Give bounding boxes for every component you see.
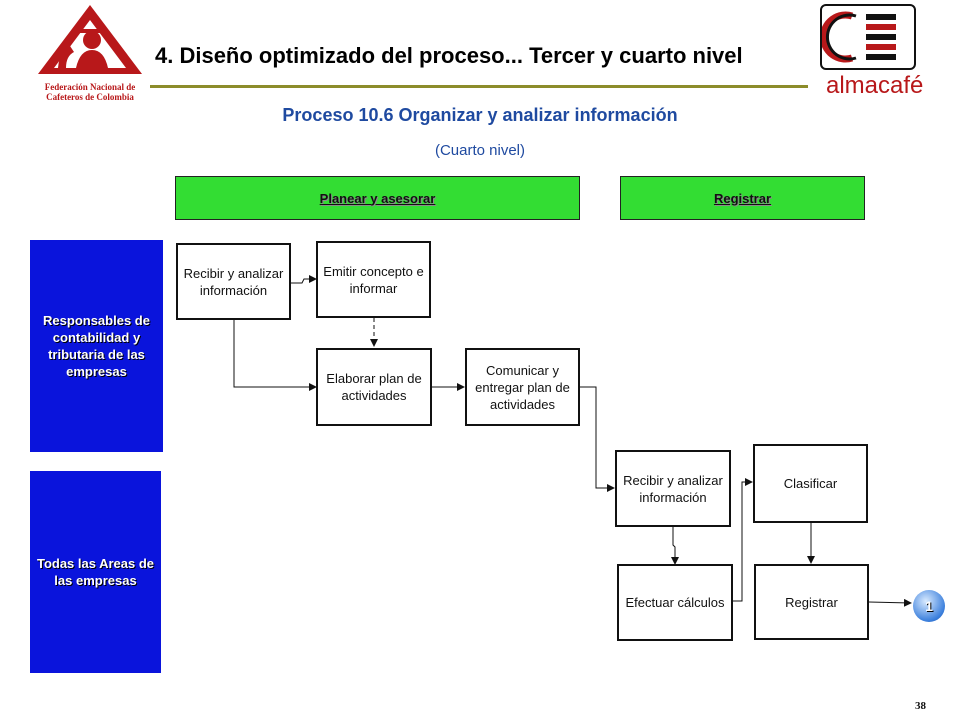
phase-register-header: Registrar [620, 176, 865, 220]
title-divider [150, 85, 808, 88]
process-subtitle: Proceso 10.6 Organizar y analizar inform… [282, 105, 678, 125]
fnc-logo: Federación Nacional de Cafeteros de Colo… [30, 2, 150, 102]
phase-plan-header: Planear y asesorar [175, 176, 580, 220]
fnc-logo-line1: Federación Nacional de [44, 82, 136, 92]
task-registrar: Registrar [754, 564, 869, 640]
almacafe-logo-mark [822, 11, 896, 63]
task-efectuar-calculos: Efectuar cálculos [617, 564, 733, 641]
role-lane-all-areas: Todas las Areas de las empresas [30, 471, 161, 673]
page-title: 4. Diseño optimizado del proceso... Terc… [155, 43, 743, 68]
almacafe-logo: almacafé [820, 4, 950, 100]
task-recibir-analizar-2: Recibir y analizar información [615, 450, 731, 527]
task-comunicar-entregar: Comunicar y entregar plan de actividades [465, 348, 580, 426]
task-clasificar: Clasificar [753, 444, 868, 523]
offpage-connector-1: 1 [913, 590, 945, 622]
task-emitir-concepto: Emitir concepto e informar [316, 241, 431, 318]
task-recibir-analizar-1: Recibir y analizar información [176, 243, 291, 320]
almacafe-logo-frame [820, 4, 916, 70]
task-elaborar-plan: Elaborar plan de actividades [316, 348, 432, 426]
fnc-logo-emblem [38, 5, 142, 74]
connector-t8-end [868, 598, 912, 607]
connector-t4-t5 [580, 386, 615, 492]
connector-t1-t3 [233, 320, 317, 391]
almacafe-brand-text: almacafé [826, 72, 924, 99]
fnc-logo-line2: Cafeteros de Colombia [46, 92, 134, 102]
connector-t5-t7 [671, 527, 679, 565]
level-label: (Cuarto nivel) [434, 142, 526, 159]
page-number: 38 [915, 700, 926, 712]
connector-t7-t6 [733, 478, 753, 602]
connector-t1-t2 [290, 275, 317, 284]
role-lane-accounting: Responsables de contabilidad y tributari… [30, 240, 163, 452]
